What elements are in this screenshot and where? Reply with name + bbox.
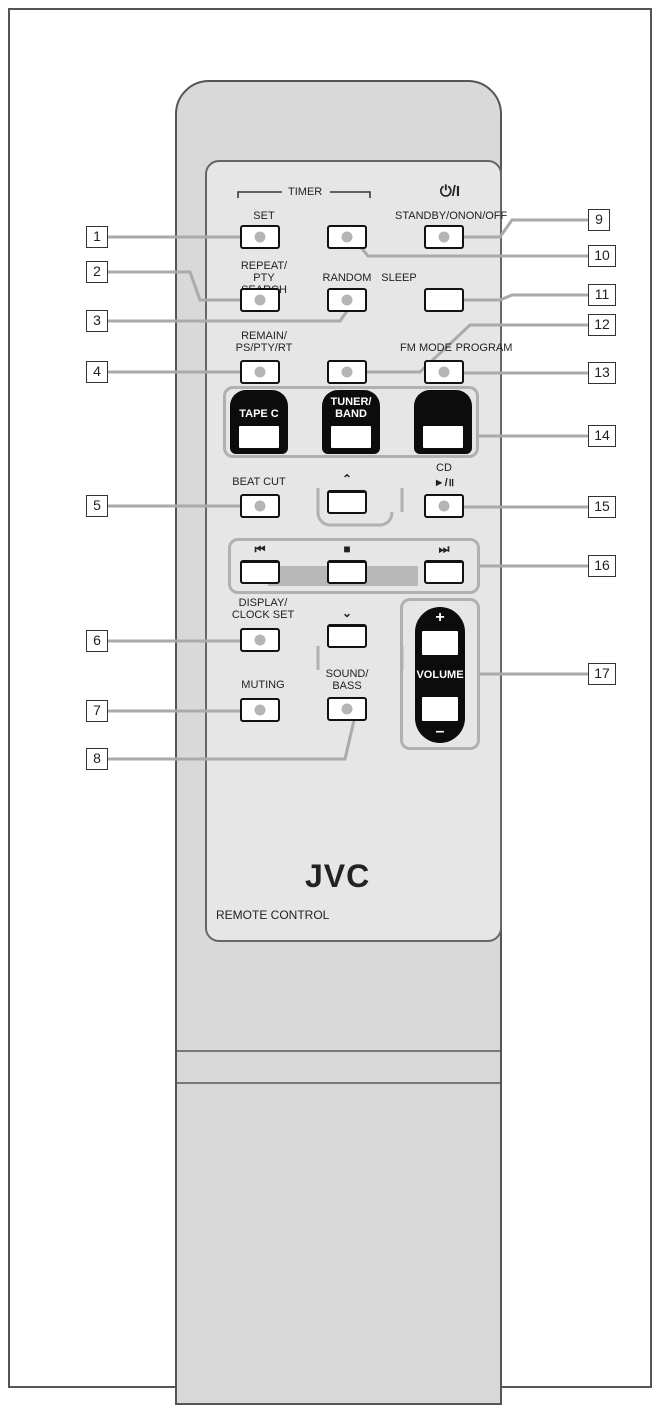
timer-onoff-button[interactable]: [327, 225, 367, 249]
remain-button[interactable]: [240, 360, 280, 384]
standby-label: STANDBY/ONON/OFF: [395, 210, 508, 222]
beat-cut-label: BEAT CUT: [232, 476, 286, 488]
callout-5: 5: [86, 495, 108, 517]
volume-label: VOLUME: [416, 669, 464, 681]
grip-line-2: [177, 1082, 500, 1084]
source-group-box: [223, 386, 479, 458]
brand-logo: JVC: [305, 858, 371, 894]
skip-forward-icon: ⏭: [438, 542, 450, 556]
beat-cut-button[interactable]: [240, 494, 280, 518]
volume-up-button[interactable]: [420, 629, 460, 657]
fm-mode-label: FM MODE: [400, 342, 452, 354]
display-label: DISPLAY/ CLOCK SET: [231, 597, 295, 621]
callout-6: 6: [86, 630, 108, 652]
sound-label: SOUND/ BASS: [325, 668, 369, 692]
cd-play-pause-button[interactable]: [424, 494, 464, 518]
callout-9: 9: [588, 209, 610, 231]
sound-bass-button[interactable]: [327, 697, 367, 721]
sleep-button[interactable]: [424, 288, 464, 312]
callout-15: 15: [588, 496, 616, 518]
skip-back-button[interactable]: [240, 560, 280, 584]
volume-group: + VOLUME –: [400, 598, 480, 750]
timer-label: TIMER: [288, 186, 323, 198]
down-button[interactable]: [327, 624, 367, 648]
callout-13: 13: [588, 362, 616, 384]
sleep-label: SLEEP: [381, 272, 417, 284]
power-icon: ⏻/I: [439, 183, 461, 200]
remain-label: REMAIN/ PS/PTY/RT: [235, 330, 293, 354]
transport-group-box: [228, 538, 480, 594]
callout-10: 10: [588, 245, 616, 267]
tape-button[interactable]: TAPE C: [230, 390, 288, 454]
skip-forward-button[interactable]: [424, 560, 464, 584]
up-icon: ⌃: [341, 472, 353, 486]
program-label: PROGRAM: [455, 342, 513, 354]
callout-11: 11: [588, 284, 616, 306]
callout-7: 7: [86, 700, 108, 722]
volume-rocker: + VOLUME –: [415, 607, 465, 743]
set-button[interactable]: [240, 225, 280, 249]
callout-12: 12: [588, 314, 616, 336]
program-button[interactable]: [327, 360, 367, 384]
tuner-label: TUNER/ BAND: [330, 396, 372, 420]
callout-17: 17: [588, 663, 616, 685]
callout-2: 2: [86, 261, 108, 283]
volume-down-button[interactable]: [420, 695, 460, 723]
callout-14: 14: [588, 425, 616, 447]
random-label: RANDOM: [322, 272, 372, 284]
cd-label: CD: [436, 462, 452, 474]
muting-label: MUTING: [241, 679, 285, 691]
muting-button[interactable]: [240, 698, 280, 722]
callout-4: 4: [86, 361, 108, 383]
remote-caption: REMOTE CONTROL: [216, 908, 330, 922]
cd-source-button[interactable]: [414, 390, 472, 454]
display-clock-button[interactable]: [240, 628, 280, 652]
tape-label: TAPE C: [239, 408, 279, 420]
random-button[interactable]: [327, 288, 367, 312]
up-button[interactable]: [327, 490, 367, 514]
skip-back-icon: ⏮: [254, 542, 266, 556]
callout-16: 16: [588, 555, 616, 577]
callout-3: 3: [86, 310, 108, 332]
repeat-button[interactable]: [240, 288, 280, 312]
callout-8: 8: [86, 748, 108, 770]
stop-icon: ■: [343, 542, 351, 556]
fm-mode-button[interactable]: [424, 360, 464, 384]
minus-icon: –: [435, 723, 445, 740]
plus-icon: +: [435, 609, 445, 626]
grip-line-1: [177, 1050, 500, 1052]
play-pause-icon: ►/॥: [433, 477, 455, 489]
standby-button[interactable]: [424, 225, 464, 249]
callout-1: 1: [86, 226, 108, 248]
stop-button[interactable]: [327, 560, 367, 584]
set-label: SET: [253, 210, 275, 222]
tuner-band-button[interactable]: TUNER/ BAND: [322, 390, 380, 454]
down-icon: ⌄: [341, 606, 353, 620]
